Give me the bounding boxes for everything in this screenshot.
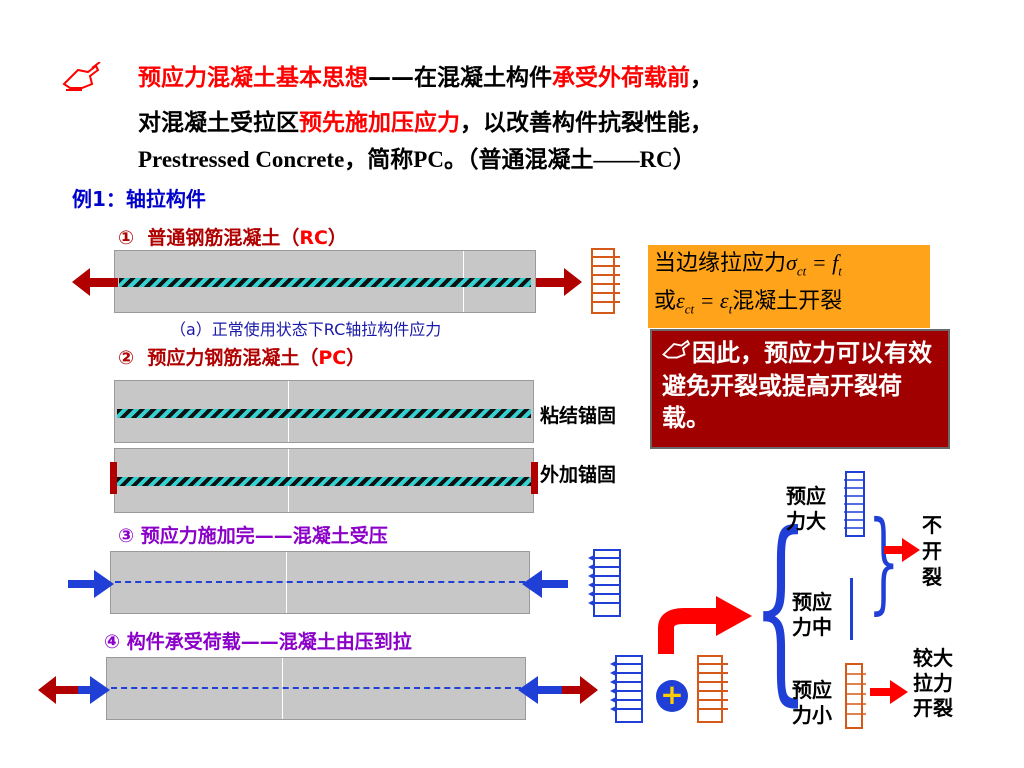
header-line-3: Prestressed Concrete，简称PC。（普通混凝土——RC） bbox=[138, 147, 696, 172]
section-3-title: ③ 预应力施加完——混凝土受压 bbox=[118, 525, 388, 547]
brace-right: } bbox=[868, 497, 900, 625]
compressed-beam bbox=[110, 551, 530, 614]
low-prestress-diagram bbox=[845, 663, 866, 729]
pc-external-tendon bbox=[117, 477, 531, 486]
label-high-prestress: 预应力大 bbox=[786, 484, 826, 533]
load-arrows-right bbox=[518, 676, 598, 704]
plus-icon: + bbox=[656, 680, 688, 712]
label-no-crack: 不开裂 bbox=[922, 513, 942, 589]
load-stress-diagram bbox=[697, 655, 728, 723]
bond-anchor-label: 粘结锚固 bbox=[540, 405, 617, 427]
crack-arrow bbox=[870, 680, 908, 704]
precompression-stress-diagram bbox=[610, 655, 643, 723]
example-title: 例1：轴拉构件 bbox=[72, 187, 206, 211]
orange-line-2: 或εct = εt混凝土开裂 bbox=[654, 288, 843, 317]
load-arrows-left bbox=[38, 676, 110, 704]
curved-red-arrow bbox=[658, 596, 752, 654]
anchor-plate-right bbox=[531, 462, 538, 494]
header-line-2: 对混凝土受拉区预先施加压应力，以改善构件抗裂性能， bbox=[138, 110, 713, 136]
pc-bonded-tendon bbox=[117, 409, 531, 418]
rc-stress-diagram bbox=[591, 248, 620, 314]
anchor-plate-left bbox=[110, 462, 117, 494]
orange-line-1: 当边缘拉应力σct = ft bbox=[654, 250, 842, 279]
mid-prestress-line bbox=[850, 578, 853, 640]
loaded-beam bbox=[106, 657, 526, 720]
writing-hand-icon bbox=[662, 338, 692, 370]
writing-hand-icon bbox=[62, 61, 102, 98]
orange-crack-condition-box: 当边缘拉应力σct = ft 或εct = εt混凝土开裂 bbox=[648, 245, 930, 328]
label-crack: 较大拉力开裂 bbox=[913, 646, 953, 720]
high-prestress-diagram bbox=[844, 471, 865, 537]
compression-arrow-right bbox=[522, 570, 568, 598]
label-mid-prestress: 预应力中 bbox=[792, 590, 832, 639]
conclusion-box: 因此，预应力可以有效避免开裂或提高开裂荷载。 bbox=[650, 329, 950, 449]
beam-axis-line bbox=[115, 581, 525, 583]
section-2-title: ② 预应力钢筋混凝土（PC） bbox=[118, 347, 366, 369]
label-low-prestress: 预应力小 bbox=[792, 678, 832, 727]
section-4-title: ④ 构件承受荷载——混凝土由压到拉 bbox=[104, 631, 412, 653]
beam-axis-line bbox=[111, 687, 521, 689]
rc-beam bbox=[114, 250, 536, 313]
header-line-1: 预应力混凝土基本思想——在混凝土构件承受外荷载前， bbox=[138, 65, 713, 91]
caption-a: （a）正常使用状态下RC轴拉构件应力 bbox=[170, 320, 442, 339]
brace-left: { bbox=[752, 491, 810, 724]
compression-arrow-left bbox=[68, 570, 114, 598]
external-anchor-label: 外加锚固 bbox=[540, 464, 617, 486]
pc-bonded-beam bbox=[114, 380, 534, 443]
no-crack-arrow bbox=[884, 538, 920, 562]
rc-rebar bbox=[119, 278, 531, 287]
pc-external-beam bbox=[114, 448, 534, 513]
rc-tension-arrow-left bbox=[72, 268, 118, 296]
compression-stress-diagram bbox=[588, 549, 621, 617]
rc-tension-arrow-right bbox=[536, 268, 582, 296]
section-1-title: ① 普通钢筋混凝土（RC） bbox=[118, 227, 347, 249]
